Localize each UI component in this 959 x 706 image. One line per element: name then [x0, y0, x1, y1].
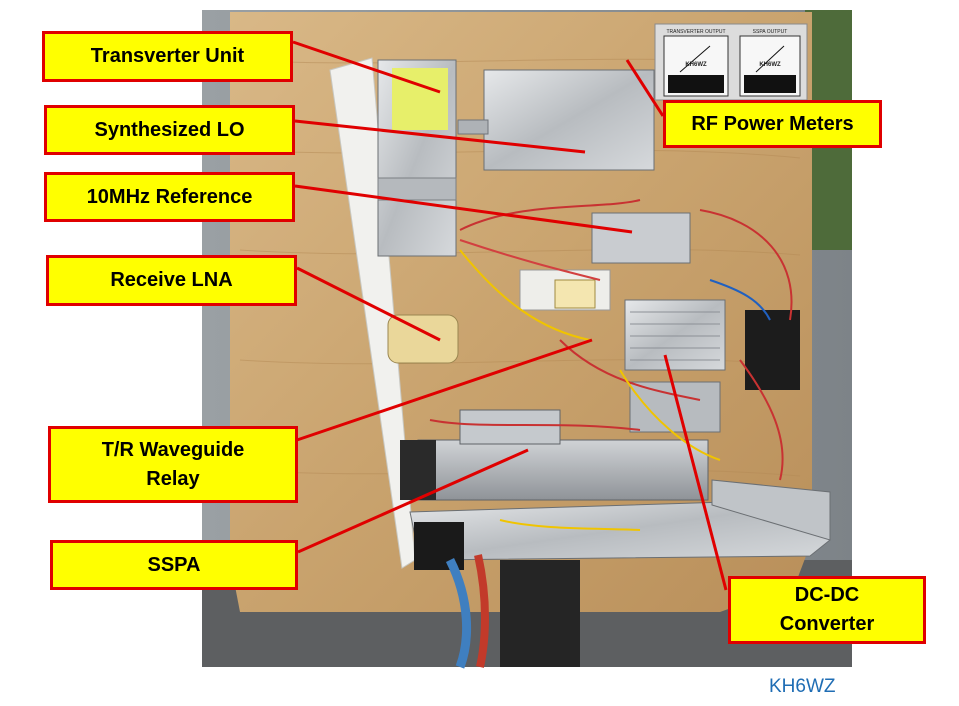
pointer-sspa	[297, 448, 529, 554]
meter-left-title: TRANSVERTER OUTPUT	[666, 29, 725, 35]
label-rf-power-meters: RF Power Meters	[663, 100, 882, 148]
sspa-chassis	[417, 439, 709, 501]
meter-left-callsign: KH6WZ	[685, 62, 707, 68]
pointer-meters	[625, 59, 665, 117]
fuse-block	[745, 310, 800, 390]
pointer-dcdc	[663, 354, 728, 591]
label-tr-waveguide-relay: T/R Waveguide Relay	[48, 426, 298, 503]
label-dc-dc-converter: DC-DC Converter	[728, 576, 926, 644]
waveguide-relay	[459, 409, 561, 445]
pointer-relay	[296, 338, 593, 442]
panel-connector	[414, 522, 464, 570]
pointer-transverter	[292, 40, 441, 94]
credit-callsign: KH6WZ	[769, 676, 836, 697]
pointer-synth-lo	[294, 119, 586, 154]
pointer-reference	[294, 184, 633, 234]
tripod	[500, 560, 580, 667]
reference-box	[591, 212, 691, 264]
label-10mhz-reference: 10MHz Reference	[44, 172, 295, 222]
label-sspa: SSPA	[50, 540, 298, 590]
pointer-lna	[296, 266, 441, 342]
label-receive-lna: Receive LNA	[46, 255, 297, 306]
label-synthesized-lo: Synthesized LO	[44, 105, 295, 155]
lna-unit	[387, 314, 459, 364]
label-transverter-unit: Transverter Unit	[42, 31, 293, 82]
synth-lo-box	[483, 69, 655, 171]
meter-right-callsign: KH6WZ	[759, 62, 781, 68]
meter-right-title: SSPA OUTPUT	[753, 29, 788, 35]
